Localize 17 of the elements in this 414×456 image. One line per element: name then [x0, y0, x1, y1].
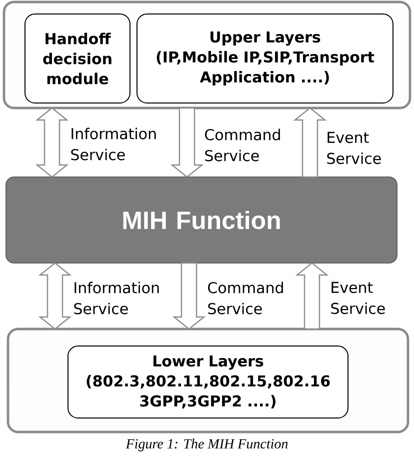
edge-label: Command Service [208, 282, 283, 314]
block-arrow [293, 107, 327, 178]
block-arrow [172, 262, 206, 330]
caption: Figure 1: The MIH Function [126, 438, 288, 452]
rounded-box: Lower Layers (802.3,802.11,802.15,802.16 3GPP,3GPP2 ....) [68, 346, 348, 418]
function-block: MIH Function [6, 176, 398, 264]
double-block-arrow [38, 262, 72, 330]
block-arrow [170, 107, 204, 178]
edge-label: Information Service [71, 128, 156, 160]
edge-label: Information Service [74, 282, 159, 314]
edge-label: Command Service [205, 128, 280, 162]
rounded-box: Upper Layers (IP,Mobile IP,SIP,Transport Application ....) [136, 14, 394, 104]
edge-label: Event Service [331, 282, 385, 314]
rounded-box: Handoff decision module [24, 14, 130, 104]
block-arrow [295, 262, 329, 330]
edge-label: Event Service [327, 132, 381, 164]
double-block-arrow [35, 107, 69, 178]
